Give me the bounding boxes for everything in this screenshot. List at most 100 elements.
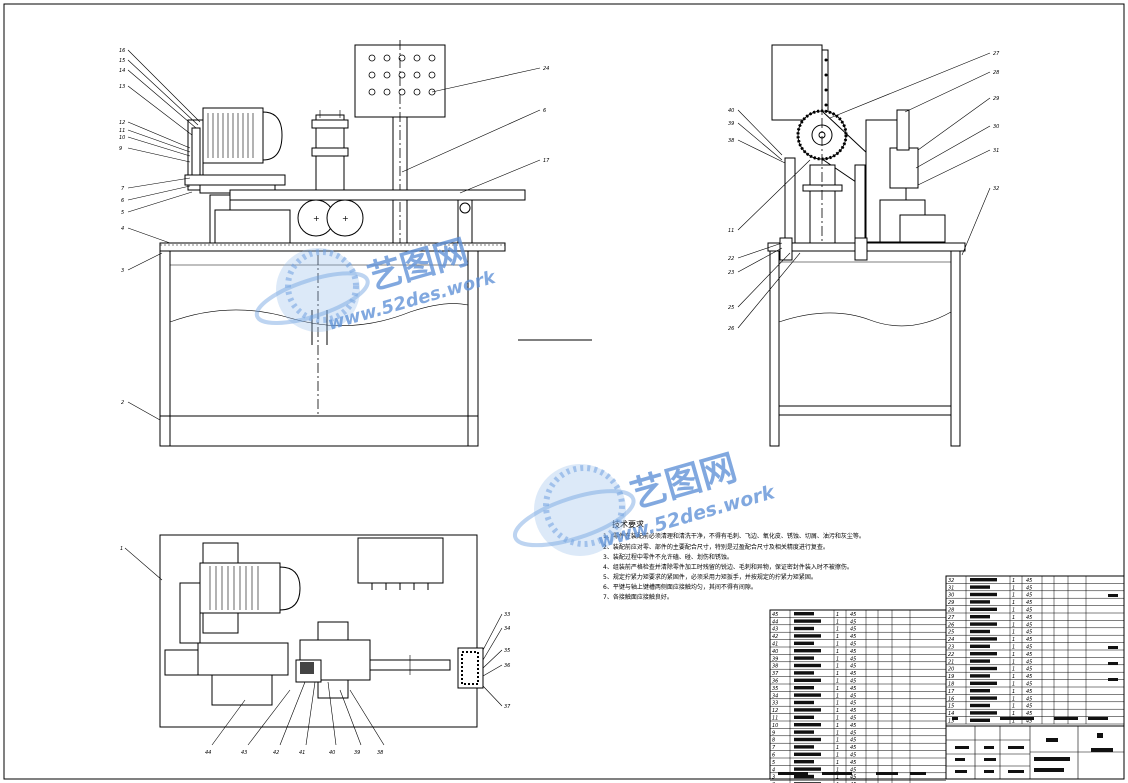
part-name-bar xyxy=(970,666,997,671)
front-label: 6 xyxy=(121,198,124,204)
plan-label: 43 xyxy=(241,750,247,756)
part-material: 45 xyxy=(1026,652,1032,658)
part-qty: 1 xyxy=(836,656,839,662)
part-qty: 1 xyxy=(836,738,839,744)
part-material: 45 xyxy=(1026,704,1032,710)
plan-label: 39 xyxy=(354,750,360,756)
part-number: 28 xyxy=(948,608,954,614)
part-material: 45 xyxy=(850,634,856,640)
part-qty: 1 xyxy=(1012,659,1015,665)
part-material: 45 xyxy=(850,753,856,759)
part-number: 3 xyxy=(772,775,775,781)
side-label: 26 xyxy=(728,326,734,332)
part-number: 14 xyxy=(948,711,954,717)
part-qty: 1 xyxy=(1012,630,1015,636)
part-qty: 1 xyxy=(1012,615,1015,621)
part-number: 30 xyxy=(948,593,954,599)
part-qty: 1 xyxy=(836,723,839,729)
part-name-bar xyxy=(794,612,814,616)
part-number: 35 xyxy=(772,686,778,692)
part-number: 29 xyxy=(948,600,954,606)
svg-text:+: + xyxy=(342,214,349,223)
part-qty: 1 xyxy=(836,730,839,736)
part-material: 45 xyxy=(850,708,856,714)
front-label: 2 xyxy=(121,400,124,406)
part-number: 36 xyxy=(772,679,778,685)
part-number: 22 xyxy=(948,652,954,658)
part-name-bar xyxy=(794,649,821,653)
plan-label: 44 xyxy=(205,750,211,756)
plan-label: 37 xyxy=(504,704,511,710)
part-qty: 1 xyxy=(1012,593,1015,599)
part-number: 15 xyxy=(948,704,954,710)
front-label: 13 xyxy=(119,84,125,90)
front-label: 7 xyxy=(121,186,125,192)
part-material: 45 xyxy=(1026,696,1032,702)
part-qty: 1 xyxy=(1012,585,1015,591)
part-name-bar xyxy=(970,578,997,582)
part-qty: 1 xyxy=(1012,711,1015,717)
part-qty: 1 xyxy=(836,767,839,773)
part-number: 21 xyxy=(948,659,954,665)
front-label: 4 xyxy=(121,226,124,232)
part-name-bar xyxy=(794,752,821,756)
part-name-bar xyxy=(794,715,814,719)
svg-text:+: + xyxy=(313,214,320,223)
part-material: 45 xyxy=(850,686,856,692)
part-number: 8 xyxy=(772,738,775,744)
side-view: 40 39 38 11 22 23 25 26 27 28 29 30 31 3… xyxy=(728,44,1000,447)
tech-requirement-item: 1、零件在装配前必须清理和清洗干净，不得有毛刺、飞边、氧化皮、锈蚀、切屑、油污和… xyxy=(603,532,865,540)
side-label: 29 xyxy=(993,96,999,102)
part-material: 45 xyxy=(1026,578,1032,584)
part-material: 45 xyxy=(1026,615,1032,621)
part-number: 31 xyxy=(948,585,954,591)
part-name-bar xyxy=(970,600,990,604)
plan-label: 34 xyxy=(504,626,510,632)
part-name-bar xyxy=(970,681,997,685)
part-number: 19 xyxy=(948,674,954,680)
part-number: 6 xyxy=(772,753,775,759)
part-name-bar xyxy=(794,737,821,742)
part-material: 45 xyxy=(1026,608,1032,614)
part-material: 45 xyxy=(850,649,856,655)
part-name-bar xyxy=(970,689,990,693)
part-name-bar xyxy=(970,585,990,589)
part-material: 45 xyxy=(850,612,856,618)
part-name-bar xyxy=(970,644,990,648)
part-number: 42 xyxy=(772,634,778,640)
part-qty: 1 xyxy=(836,679,839,685)
part-qty: 1 xyxy=(836,760,839,766)
part-number: 40 xyxy=(772,649,778,655)
part-qty: 1 xyxy=(836,686,839,692)
part-material: 45 xyxy=(1026,682,1032,688)
part-name-bar xyxy=(794,619,821,623)
part-material: 45 xyxy=(850,760,856,766)
parts-list-row: 35 1 45 xyxy=(772,686,856,692)
part-name-bar xyxy=(970,622,997,626)
part-number: 4 xyxy=(772,767,775,773)
part-material: 45 xyxy=(1026,622,1032,628)
part-qty: 1 xyxy=(1012,674,1015,680)
part-material: 45 xyxy=(850,627,856,633)
side-label: 30 xyxy=(993,124,999,130)
part-material: 45 xyxy=(850,679,856,685)
part-material: 45 xyxy=(850,767,856,773)
front-label: 14 xyxy=(119,68,125,74)
part-qty: 1 xyxy=(836,708,839,714)
part-qty: 1 xyxy=(1012,682,1015,688)
